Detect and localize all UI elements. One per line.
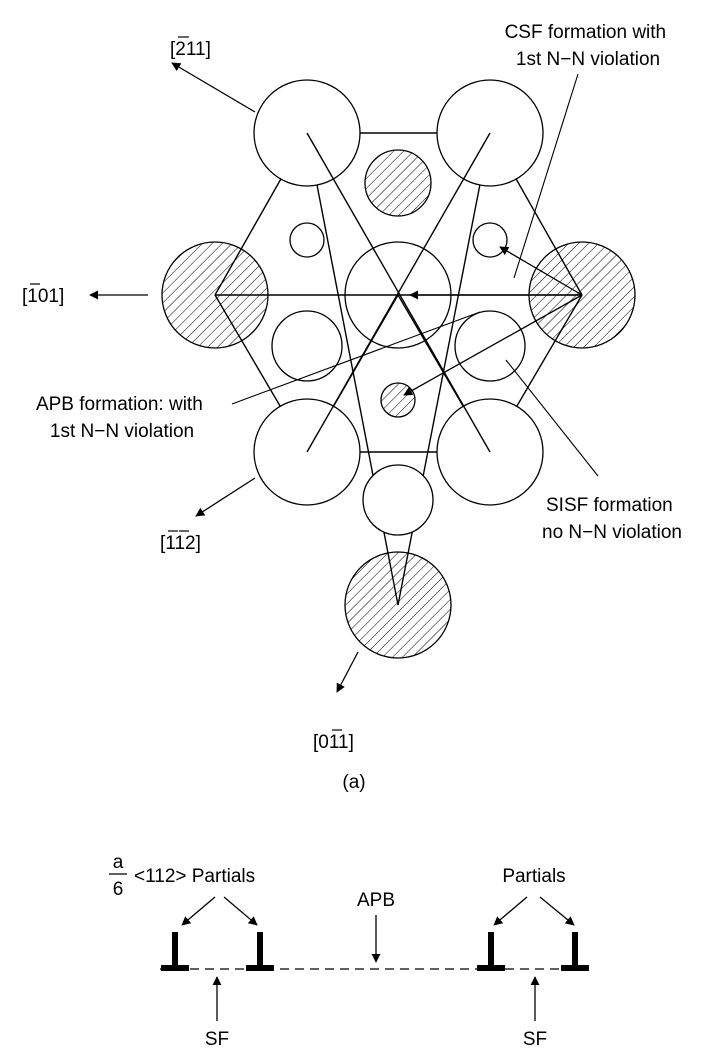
atom-hatched-top-center <box>364 149 432 217</box>
partial-dislocation <box>477 932 505 971</box>
leader-csf <box>513 73 579 279</box>
partial-dislocation <box>161 932 189 971</box>
atom-bottom-center <box>362 464 434 536</box>
partials-label-right: Partials <box>502 866 565 887</box>
lattice-edge <box>306 132 491 453</box>
vector-apb <box>403 294 583 396</box>
leader-sisf <box>505 359 599 477</box>
atom-small-left <box>289 222 325 258</box>
arrow-211 <box>171 62 256 113</box>
atom-small-right <box>472 222 508 258</box>
partial-dislocation <box>561 932 589 971</box>
sisf-annotation: SISF formation no N−N violation <box>542 495 682 543</box>
arrow-112 <box>195 477 256 517</box>
direction-label-211: [211] <box>170 39 211 60</box>
atom-hatched-bottom <box>344 551 452 659</box>
leader-lines <box>231 73 599 477</box>
arrow-partial-left-1 <box>181 896 216 926</box>
atoms <box>161 79 636 659</box>
direction-arrows <box>89 62 359 693</box>
burgers-vectors <box>403 246 583 396</box>
fraction-denominator: 6 <box>113 879 124 900</box>
partial-dislocation <box>246 932 274 971</box>
direction-label-011: [011] <box>313 732 354 753</box>
direction-label-101: [101] <box>22 286 64 307</box>
csf-annotation: CSF formation with 1st N−N violation <box>505 22 672 70</box>
leader-apb <box>231 311 481 405</box>
sf-label-right: SF <box>523 1029 547 1050</box>
arrow-partial-right-1 <box>493 896 528 926</box>
arrow-partial-left-2 <box>223 896 258 926</box>
atom-hatched-small-center <box>380 382 416 418</box>
atom-hatched-left <box>161 241 269 349</box>
panel-label-a: (a) <box>342 772 365 793</box>
part-b-schematic: a 6 <112> Partials Partials APB SF SF <box>109 852 592 1050</box>
arrow-011 <box>336 651 359 693</box>
atom-mid-left <box>271 310 343 382</box>
direction-label-112: [112] <box>160 533 201 554</box>
partials-label-left: <112> Partials <box>134 866 255 887</box>
apb-annotation: APB formation: with 1st N−N violation <box>36 394 208 442</box>
lattice-overlay <box>306 132 491 453</box>
fraction-numerator: a <box>113 852 124 873</box>
vector-sisf <box>499 246 583 296</box>
apb-label: APB <box>357 890 395 911</box>
sf-label-left: SF <box>205 1029 229 1050</box>
arrow-partial-right-2 <box>539 896 575 926</box>
